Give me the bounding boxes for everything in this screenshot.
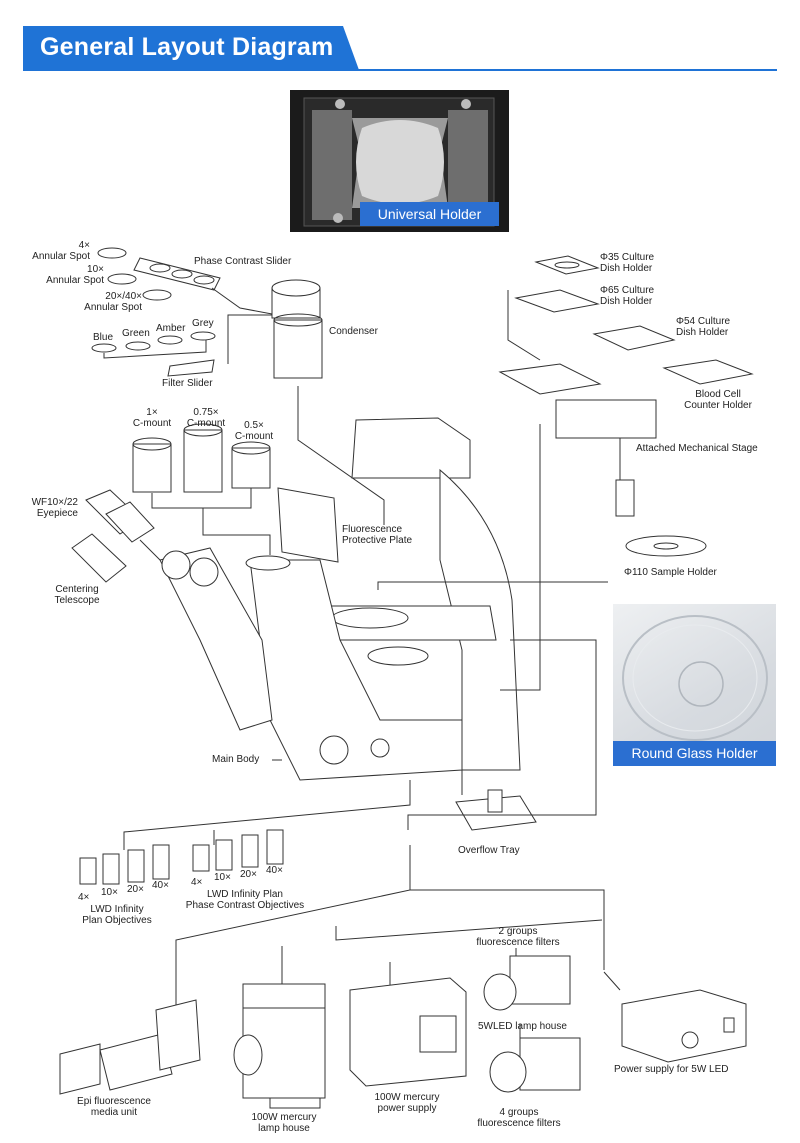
eyepiece-drawing: [85, 489, 155, 543]
led-power-drawing: [621, 989, 747, 1063]
condenser-drawing: [271, 279, 323, 379]
main-body-drawing: [159, 417, 521, 781]
mercury-house-label: 100W mercury lamp house: [251, 1112, 317, 1134]
cmount-075x: [183, 423, 223, 493]
overflow-tray-label: Overflow Tray: [458, 845, 520, 856]
filters-4-label: 4 groups fluorescence filters: [477, 1107, 561, 1129]
blood-cell-label: Blood Cell Counter Holder: [684, 389, 752, 411]
filter-amber-label: Amber: [156, 323, 186, 334]
led-house-drawing: [483, 955, 571, 1011]
fluorescence-plate-drawing: [277, 487, 339, 563]
plan-obj-10x: 10×: [101, 887, 118, 898]
phase-obj-10x: 10×: [214, 872, 231, 883]
filter-grey: [190, 331, 216, 341]
filter-slider-label: Filter Slider: [162, 378, 213, 389]
universal-holder-label: Universal Holder: [360, 202, 499, 226]
centering-telescope-label: Centering Telescope: [54, 584, 100, 606]
cmount-05x: [231, 441, 271, 489]
mercury-power-drawing: [349, 977, 467, 1087]
cmount-05x-label: 0.5× C-mount: [234, 420, 274, 442]
phase-obj-40x: 40×: [266, 865, 283, 876]
phase-objectives-label: LWD Infinity Plan Phase Contrast Objecti…: [185, 889, 305, 911]
cmount-075x-label: 0.75× C-mount: [186, 407, 226, 429]
header-tab: [23, 26, 359, 70]
filter-blue-label: Blue: [93, 332, 114, 343]
led-house-label: 5WLED lamp house: [478, 1021, 567, 1032]
round-glass-picture: [622, 615, 768, 741]
filter-green-label: Green: [122, 328, 150, 339]
cmount-1x-label: 1× C-mount: [132, 407, 172, 429]
page-title: General Layout Diagram: [40, 33, 334, 61]
condenser-label: Condenser: [329, 326, 378, 337]
header-rule: [23, 69, 777, 71]
eyepiece-label: WF10×/22 Eyepiece: [31, 497, 78, 519]
dish-54-label: Φ54 Culture Dish Holder: [676, 316, 731, 338]
sample-holder-label: Φ110 Sample Holder: [624, 567, 717, 578]
led-power-label: Power supply for 5W LED: [614, 1064, 729, 1075]
led-house-4-drawing: [489, 1037, 581, 1093]
dish-65-drawing: [514, 289, 600, 313]
annular-spot-4x: [97, 247, 127, 259]
mercury-power-label: 100W mercury power supply: [374, 1092, 440, 1114]
dish-35-drawing: [534, 255, 600, 275]
universal-holder-photo: Universal Holder: [290, 90, 509, 232]
dish-54-drawing: [592, 325, 676, 351]
plan-obj-4x: 4×: [78, 892, 90, 903]
phase-objectives-drawing: [192, 829, 284, 872]
dish-65-label: Φ65 Culture Dish Holder: [600, 285, 655, 307]
main-body-label: Main Body: [212, 754, 260, 765]
filter-grey-label: Grey: [192, 318, 214, 329]
plan-obj-40x: 40×: [152, 880, 169, 891]
annular-spot-20x40x: [142, 289, 172, 301]
phase-contrast-slider-label: Phase Contrast Slider: [194, 256, 292, 267]
filter-blue: [91, 343, 117, 353]
sample-holder-drawing: [625, 535, 707, 557]
annular-20x40x-label: 20×/40× Annular Spot: [84, 291, 142, 313]
round-glass-holder-label: Round Glass Holder: [613, 741, 776, 766]
filters-2-label: 2 groups fluorescence filters: [476, 926, 560, 948]
phase-obj-4x: 4×: [191, 877, 203, 888]
annular-10x-label: 10× Annular Spot: [46, 264, 104, 286]
dish-35-label: Φ35 Culture Dish Holder: [600, 252, 655, 274]
mercury-house-drawing: [233, 983, 326, 1109]
filter-amber: [157, 335, 183, 345]
epi-unit-drawing: [59, 999, 201, 1095]
epi-unit-label: Epi fluorescence media unit: [77, 1096, 151, 1118]
plan-objectives-label: LWD Infinity Plan Objectives: [82, 904, 152, 926]
fluorescence-plate-label: Fluorescence Protective Plate: [342, 524, 413, 546]
mech-stage-label: Attached Mechanical Stage: [636, 443, 758, 454]
plan-objectives-drawing: [79, 844, 170, 885]
plan-obj-20x: 20×: [127, 884, 144, 895]
cmount-1x: [132, 437, 172, 493]
annular-spot-10x: [107, 273, 137, 285]
round-glass-holder-photo: Round Glass Holder: [613, 604, 776, 766]
blood-cell-drawing: [662, 359, 754, 385]
annular-4x-label: 4× Annular Spot: [32, 240, 90, 262]
filter-slider-drawing: [167, 359, 215, 377]
mechanical-stage-drawing: [498, 363, 657, 517]
telescope-drawing: [71, 533, 127, 583]
filter-green: [125, 341, 151, 351]
phase-obj-20x: 20×: [240, 869, 257, 880]
